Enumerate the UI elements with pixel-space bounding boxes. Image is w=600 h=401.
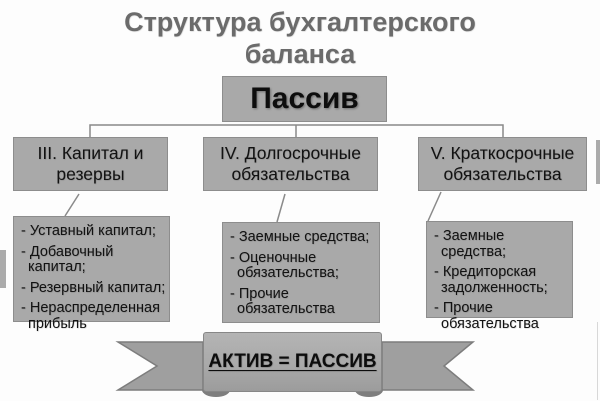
ribbon-left-wing — [115, 341, 204, 391]
long-term-liabilities-item-list: - Заемные средства; - Оценочные обязатель… — [223, 223, 379, 318]
root-box-label: Пассив — [250, 82, 359, 115]
banner-label: АКТИВ = ПАССИВ — [208, 351, 377, 372]
section-box-long-term-liabilities: IV. Долгосрочные обязательства — [203, 137, 378, 191]
detail-box-capital-reserves: - Уставный капитал; - Добавочный капитал;… — [13, 216, 170, 331]
faint-right-edge-line — [597, 322, 598, 400]
bracket-connector — [89, 124, 504, 137]
detail-item: - Прочие обязательства — [434, 300, 539, 332]
detail-item: - Кредиторская задолженность; — [434, 264, 548, 296]
detail-item: - Оценочные обязательства; — [230, 249, 339, 281]
section-title: V. Краткосрочные обязательства — [430, 143, 575, 184]
section-title: IV. Долгосрочные обязательства — [220, 143, 361, 184]
detail-item: - Заемные средства; — [434, 228, 507, 260]
section-box-short-term-liabilities: V. Краткосрочные обязательства — [418, 137, 587, 191]
ribbon-right-wing — [381, 341, 476, 391]
root-box-passiv: Пассив — [222, 76, 387, 122]
diagram-title: Структура бухгалтерского баланса — [124, 7, 476, 69]
detail-item: - Добавочный капитал; — [21, 243, 114, 275]
detail-item: - Нераспределенная прибыль — [21, 300, 160, 332]
detail-item: - Уставный капитал; — [21, 223, 156, 239]
banner-panel: АКТИВ = ПАССИВ — [203, 332, 382, 392]
detail-box-long-term-liabilities: - Заемные средства; - Оценочные обязатель… — [222, 222, 380, 323]
capital-reserves-item-list: - Уставный капитал; - Добавочный капитал;… — [14, 217, 169, 332]
detail-box-short-term-liabilities: - Заемные средства; - Кредиторская задолж… — [426, 221, 573, 331]
section-box-capital-reserves: III. Капитал и резервы — [13, 137, 168, 191]
detail-item: - Заемные средства; — [230, 229, 370, 245]
detail-item: - Прочие обязательства — [230, 285, 335, 317]
detail-item: - Резервный капитал; — [21, 279, 166, 296]
cropped-element-right-edge — [596, 140, 600, 184]
cropped-element-left-edge — [0, 250, 6, 288]
short-term-liabilities-item-list: - Заемные средства; - Кредиторская задолж… — [427, 222, 572, 332]
section-title: III. Капитал и резервы — [37, 143, 144, 184]
